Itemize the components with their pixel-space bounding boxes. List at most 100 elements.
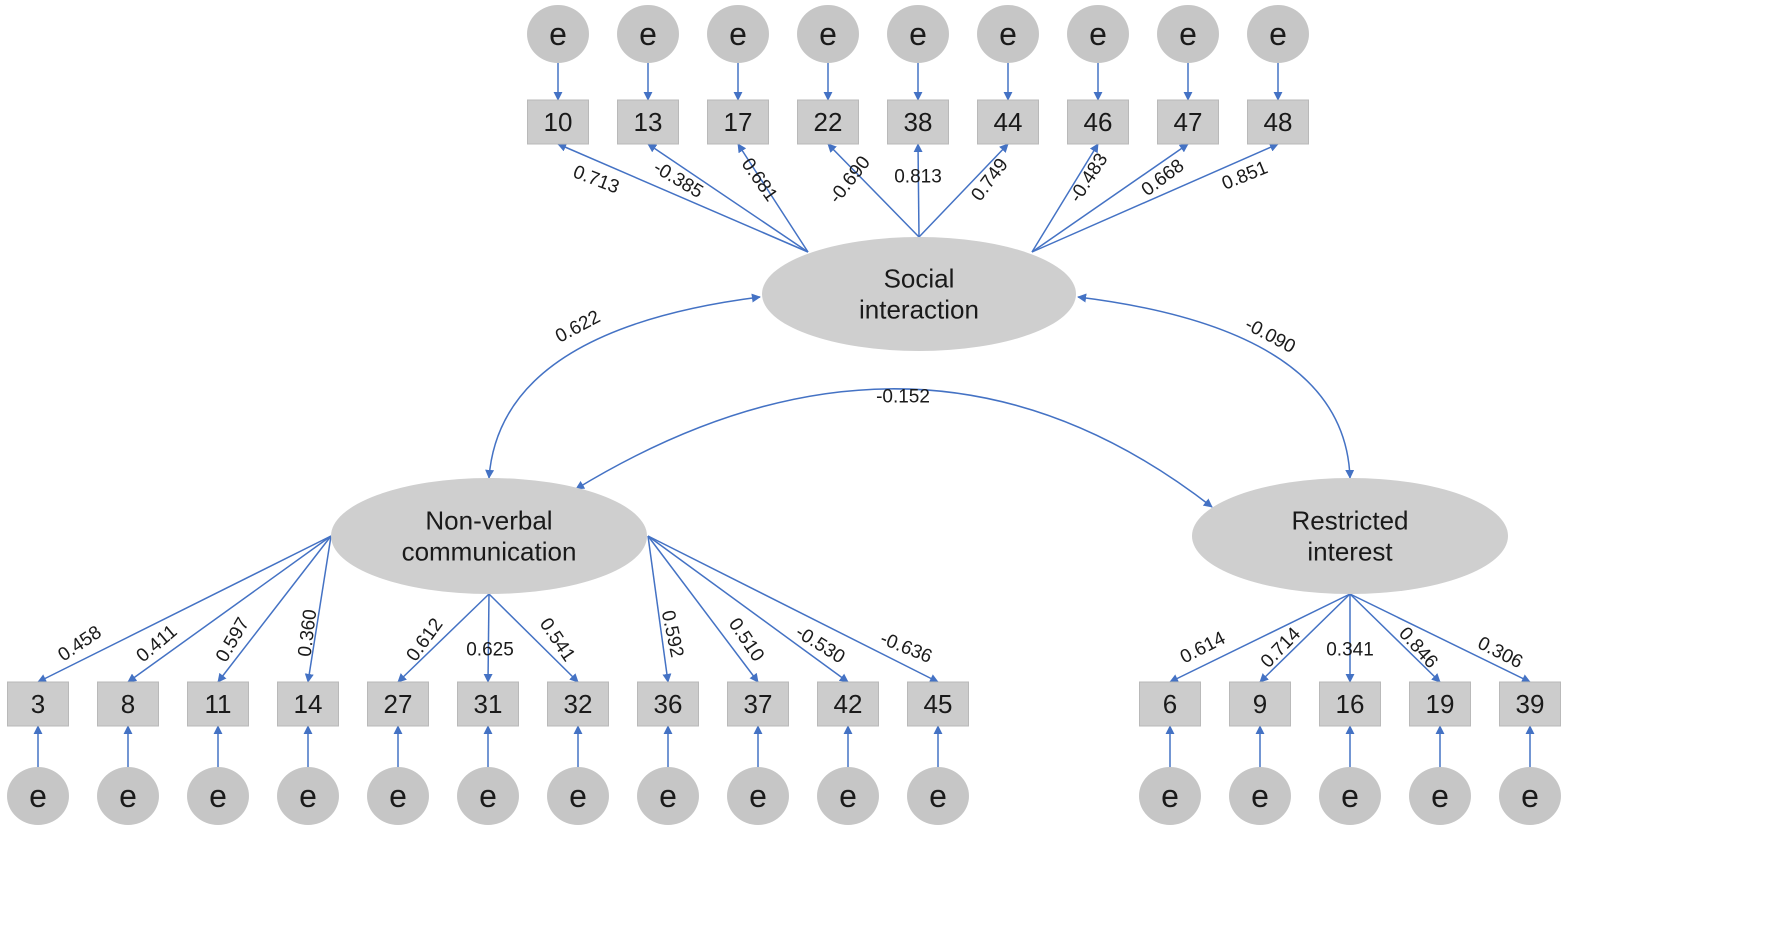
- error-label: e: [299, 778, 317, 814]
- error-term: [887, 5, 949, 63]
- loading-value: 0.614: [1177, 628, 1229, 668]
- item-box: [277, 681, 339, 727]
- error-term: [1157, 5, 1219, 63]
- loading-arrow: [397, 593, 490, 683]
- latent-factor-nv: [331, 478, 647, 594]
- correlation-arrow: [485, 293, 761, 479]
- loading-arrow: [1349, 593, 1441, 683]
- error-term: [817, 767, 879, 825]
- error-term: [527, 5, 589, 63]
- error-label: e: [209, 778, 227, 814]
- error-term: [617, 5, 679, 63]
- loading-value: 0.510: [724, 614, 768, 665]
- item-box: [637, 681, 699, 727]
- item-label: 6: [1163, 689, 1177, 719]
- loading-arrow: [918, 143, 1009, 238]
- correlation-value: -0.152: [876, 387, 930, 408]
- item-box: [187, 681, 249, 727]
- item-label: 47: [1174, 107, 1203, 137]
- loading-arrow: [647, 535, 759, 683]
- latent-factor-label: interest: [1307, 537, 1393, 567]
- loading-arrow: [737, 143, 809, 253]
- item-box: [1139, 681, 1201, 727]
- shapes-layer: e10e13e17e22e38e44e46e47e48e3e8e11e14e27…: [7, 5, 1561, 825]
- error-label: e: [1521, 778, 1539, 814]
- error-term: [637, 767, 699, 825]
- correlation-arrow: [575, 388, 1213, 508]
- item-label: 46: [1084, 107, 1113, 137]
- latent-factor-label: Non-verbal: [425, 506, 552, 536]
- error-term: [1319, 767, 1381, 825]
- error-label: e: [1179, 16, 1197, 52]
- loading-arrow: [483, 593, 493, 683]
- error-label: e: [479, 778, 497, 814]
- error-term: [7, 767, 69, 825]
- error-term: [1409, 767, 1471, 825]
- error-term: [707, 5, 769, 63]
- item-label: 44: [994, 107, 1023, 137]
- error-term: [1499, 767, 1561, 825]
- error-label: e: [1161, 778, 1179, 814]
- item-label: 27: [384, 689, 413, 719]
- loading-value: 0.411: [133, 621, 182, 667]
- item-box: [1157, 99, 1219, 145]
- error-label: e: [1089, 16, 1107, 52]
- loading-arrow: [557, 143, 809, 253]
- loading-arrow: [488, 593, 579, 683]
- loading-arrow: [647, 535, 672, 683]
- item-box: [527, 99, 589, 145]
- error-label: e: [839, 778, 857, 814]
- loading-arrow: [647, 143, 809, 253]
- item-label: 48: [1264, 107, 1293, 137]
- loading-value: -0.690: [825, 152, 875, 207]
- loading-value: -0.483: [1066, 150, 1113, 207]
- loading-arrow: [1031, 143, 1279, 253]
- item-label: 13: [634, 107, 663, 137]
- item-box: [367, 681, 429, 727]
- correlation-value: -0.090: [1241, 314, 1298, 358]
- item-label: 19: [1426, 689, 1455, 719]
- loading-value: 0.541: [535, 614, 579, 665]
- loading-arrow: [913, 143, 923, 238]
- latent-factor-si: [762, 237, 1076, 351]
- item-box: [1499, 681, 1561, 727]
- item-box: [727, 681, 789, 727]
- item-label: 32: [564, 689, 593, 719]
- error-term: [907, 767, 969, 825]
- loading-arrow: [1031, 143, 1099, 253]
- error-label: e: [909, 16, 927, 52]
- loading-value: 0.714: [1257, 623, 1305, 672]
- item-box: [1067, 99, 1129, 145]
- paths-layer: [33, 63, 1535, 767]
- error-term: [1139, 767, 1201, 825]
- loading-value: 0.360: [295, 608, 322, 658]
- error-label: e: [389, 778, 407, 814]
- loading-arrow: [127, 535, 332, 683]
- loading-arrow: [827, 143, 920, 238]
- item-box: [797, 99, 859, 145]
- item-box: [1247, 99, 1309, 145]
- item-label: 36: [654, 689, 683, 719]
- loading-arrow: [1349, 593, 1531, 683]
- latent-factor-ri: [1192, 478, 1508, 594]
- item-box: [1229, 681, 1291, 727]
- error-term: [797, 5, 859, 63]
- loading-value: 0.625: [466, 640, 514, 661]
- loading-arrow: [647, 535, 939, 683]
- loading-value: 0.713: [570, 162, 622, 199]
- item-box: [547, 681, 609, 727]
- loading-arrow: [1259, 593, 1351, 683]
- item-box: [817, 681, 879, 727]
- error-label: e: [569, 778, 587, 814]
- item-box: [887, 99, 949, 145]
- error-label: e: [659, 778, 677, 814]
- error-term: [1067, 5, 1129, 63]
- loading-value: 0.813: [894, 167, 942, 188]
- item-label: 3: [31, 689, 45, 719]
- loading-value: 0.458: [54, 622, 105, 666]
- item-box: [1409, 681, 1471, 727]
- loading-value: 0.592: [657, 609, 687, 660]
- item-label: 16: [1336, 689, 1365, 719]
